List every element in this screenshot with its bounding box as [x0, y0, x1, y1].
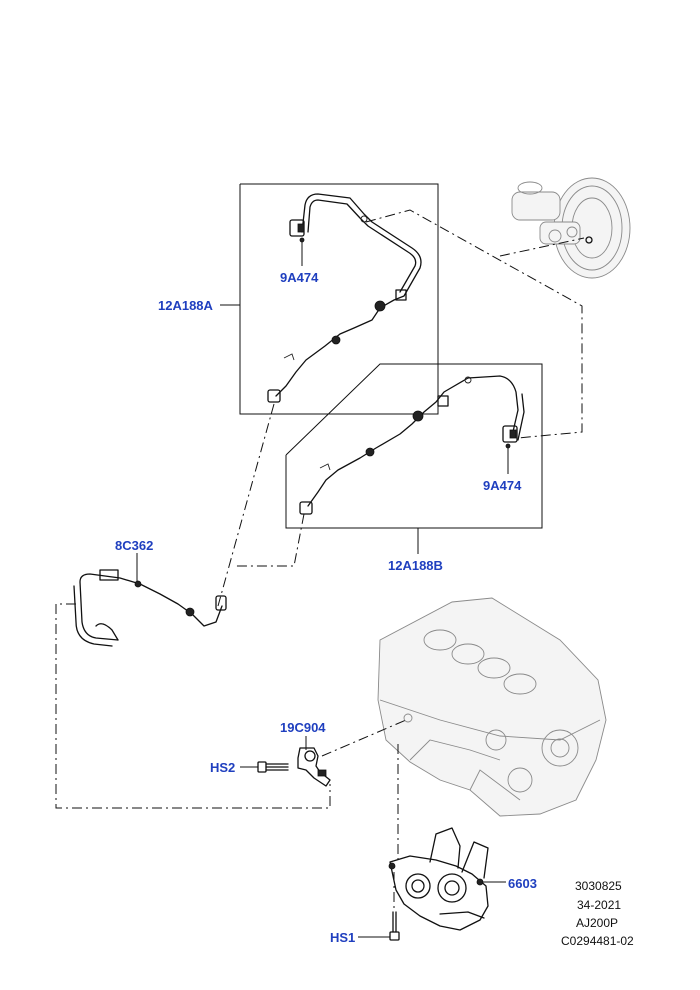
callout-hose-a: 12A188A	[158, 298, 214, 313]
reference-line-4: C0294481-02	[561, 934, 634, 948]
engine-block-illustration	[377, 597, 607, 817]
callout-sensor-a: 9A474	[280, 270, 319, 285]
vacuum-valve	[297, 747, 331, 787]
bolt-hs1	[389, 911, 400, 941]
callout-valve: 19C904	[280, 720, 326, 735]
vacuum-hose-b	[299, 375, 525, 515]
vacuum-pump	[388, 827, 489, 931]
connection-lines	[55, 209, 585, 912]
vacuum-hose-c	[73, 569, 227, 647]
bolt-hs2	[257, 761, 289, 773]
callout-sensor-b: 9A474	[483, 478, 522, 493]
frame-hose-a	[239, 183, 439, 415]
callout-hose-b: 12A188B	[388, 558, 443, 573]
reference-block: 3030825 34-2021 AJ200P C0294481-02	[561, 879, 634, 948]
callout-pump: 6603	[508, 876, 537, 891]
vacuum-hose-a	[267, 193, 422, 403]
frame-hose-b	[285, 363, 543, 529]
brake-booster-illustration	[511, 177, 631, 279]
reference-line-1: 3030825	[575, 879, 622, 893]
reference-line-2: 34-2021	[577, 898, 621, 912]
callout-bolt-hs2: HS2	[210, 760, 235, 775]
callout-hose-c: 8C362	[115, 538, 153, 553]
callout-bolt-hs1: HS1	[330, 930, 355, 945]
reference-line-3: AJ200P	[576, 916, 618, 930]
